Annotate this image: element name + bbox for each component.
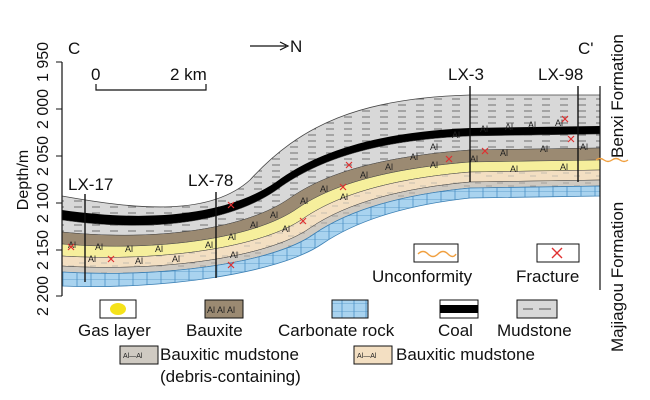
legend-gas-label: Gas layer bbox=[78, 321, 151, 340]
well-lines bbox=[84, 86, 579, 282]
svg-text:Al: Al bbox=[470, 154, 478, 164]
well-label-lx98: LX-98 bbox=[538, 65, 583, 84]
svg-text:Al: Al bbox=[95, 242, 103, 252]
scale-bar bbox=[95, 84, 207, 91]
formation-upper-label: Benxi Formation bbox=[608, 34, 627, 158]
legend-coal-label: Coal bbox=[438, 321, 473, 340]
svg-text:Al: Al bbox=[555, 118, 563, 128]
legend-bauxitic-swatch bbox=[353, 345, 393, 365]
formation-lower-label: Majiagou Formation bbox=[608, 202, 627, 352]
legend-debris-swatch bbox=[119, 345, 159, 365]
depth-tick: 2 000 bbox=[35, 89, 52, 129]
svg-text:Al: Al bbox=[385, 162, 393, 172]
svg-text:Al: Al bbox=[250, 220, 258, 230]
legend-bauxite-swatch-text: Al Al Al bbox=[207, 305, 235, 315]
legend-coal-swatch bbox=[439, 299, 479, 319]
depth-axis: 1 950 2 000 2 050 2 100 2 150 2 200 Dept… bbox=[15, 42, 63, 316]
svg-text:Al: Al bbox=[172, 254, 180, 264]
coal-layer bbox=[62, 126, 600, 226]
well-label-lx17: LX-17 bbox=[68, 175, 113, 194]
depth-tick: 2 100 bbox=[35, 183, 52, 223]
legend-debris-swatch-text: Al—Al bbox=[123, 353, 143, 360]
unconformity-label: Unconformity bbox=[372, 267, 473, 286]
legend-carbonate-label: Carbonate rock bbox=[278, 321, 395, 340]
svg-text:Al: Al bbox=[228, 232, 236, 242]
svg-text:Al: Al bbox=[430, 160, 438, 170]
svg-text:Al: Al bbox=[320, 184, 328, 194]
svg-text:Al: Al bbox=[430, 142, 438, 152]
svg-text:Al: Al bbox=[360, 170, 368, 180]
svg-text:Al: Al bbox=[510, 164, 518, 174]
svg-text:Al: Al bbox=[230, 250, 238, 260]
depth-tick: 1 950 bbox=[35, 42, 52, 82]
legend-debris-label-line1: Bauxitic mudstone bbox=[160, 345, 299, 364]
svg-text:Al: Al bbox=[125, 244, 133, 254]
svg-text:Al: Al bbox=[410, 152, 418, 162]
unconformity-line bbox=[595, 157, 629, 163]
svg-text:Al: Al bbox=[300, 196, 308, 206]
section-start-label: C bbox=[68, 39, 80, 58]
legend-debris-label-line2: (debris-containing) bbox=[160, 367, 301, 386]
svg-text:Al: Al bbox=[480, 124, 488, 134]
svg-text:Al: Al bbox=[68, 240, 76, 250]
svg-text:Al: Al bbox=[580, 142, 588, 152]
fracture-symbol bbox=[536, 243, 580, 263]
svg-text:Al: Al bbox=[500, 148, 508, 158]
svg-text:Al: Al bbox=[528, 120, 536, 130]
svg-text:Al: Al bbox=[155, 244, 163, 254]
depth-tick: 2 050 bbox=[35, 136, 52, 176]
well-label-lx3: LX-3 bbox=[448, 65, 484, 84]
unconformity-symbol bbox=[413, 243, 459, 263]
fracture-label: Fracture bbox=[516, 267, 579, 286]
svg-text:Al: Al bbox=[540, 144, 548, 154]
section-end-label: C' bbox=[578, 39, 594, 58]
depth-tick: 2 150 bbox=[35, 230, 52, 270]
legend-bauxite-swatch bbox=[204, 299, 244, 319]
svg-text:Al: Al bbox=[560, 162, 568, 172]
well-label-lx78: LX-78 bbox=[188, 171, 233, 190]
scale-end: 2 km bbox=[170, 65, 207, 84]
svg-text:Al: Al bbox=[135, 256, 143, 266]
depth-tick: 2 200 bbox=[35, 276, 52, 316]
svg-text:Al: Al bbox=[452, 130, 460, 140]
svg-text:Al: Al bbox=[505, 122, 513, 132]
svg-text:Al: Al bbox=[88, 254, 96, 264]
depth-axis-title: Depth/m bbox=[15, 150, 32, 210]
legend-carbonate-swatch bbox=[331, 299, 369, 319]
svg-text:Al: Al bbox=[270, 210, 278, 220]
legend-bauxitic-label: Bauxitic mudstone bbox=[396, 345, 535, 364]
svg-text:Al: Al bbox=[340, 192, 348, 202]
fracture-markers bbox=[67, 115, 575, 269]
svg-text:Al: Al bbox=[282, 224, 290, 234]
legend-bauxite-label: Bauxite bbox=[186, 321, 243, 340]
scale-zero: 0 bbox=[91, 65, 100, 84]
north-arrow bbox=[250, 41, 290, 51]
north-label: N bbox=[290, 37, 302, 56]
legend-mudstone-swatch bbox=[516, 299, 558, 319]
legend-mudstone-label: Mudstone bbox=[497, 321, 572, 340]
al-markings: Al Al Al Al Al Al Al Al Al Al Al Al Al A… bbox=[68, 118, 588, 266]
svg-text:Al: Al bbox=[205, 240, 213, 250]
legend-gas-swatch bbox=[99, 299, 137, 319]
legend-bauxitic-swatch-text: Al—Al bbox=[357, 353, 377, 360]
